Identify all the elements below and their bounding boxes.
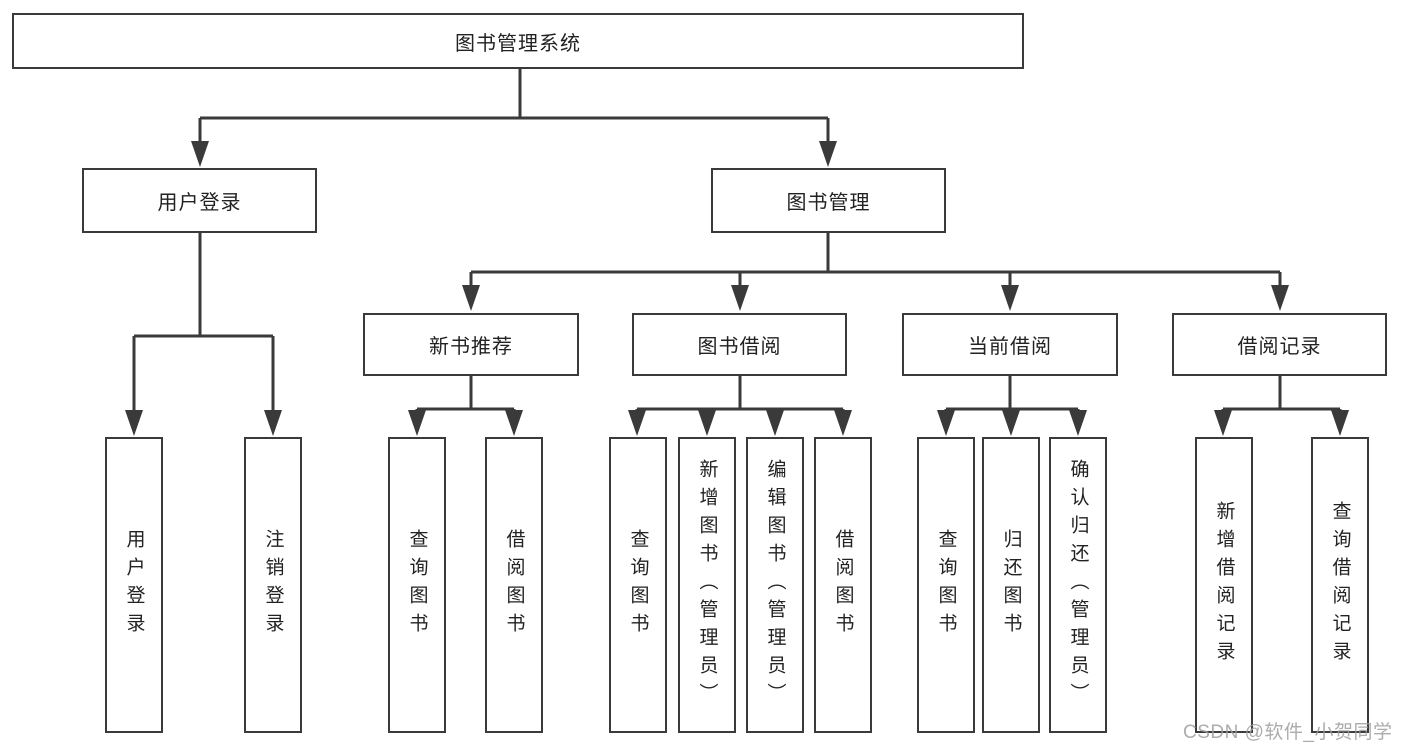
node-book-management-label: 图书管理 [786,192,871,214]
arrow-down-icon [628,410,646,436]
leaf-user-login: 用户登录 [105,437,163,733]
arrow-down-icon [1002,410,1020,436]
node-borrowing-records: 借阅记录 [1172,313,1387,376]
node-new-book-recommend: 新书推荐 [363,313,579,376]
node-new-book-recommend-label: 新书推荐 [429,336,513,358]
node-book-borrowing: 图书借阅 [632,313,847,376]
leaf-query-borrow-record-label: 查询借阅记录 [1329,501,1351,669]
arrow-down-icon [1214,410,1232,436]
node-current-borrowing: 当前借阅 [902,313,1118,376]
leaf-query-books-recommend-label: 查询图书 [406,529,428,641]
leaf-return-books: 归还图书 [982,437,1040,733]
arrow-down-icon [191,141,209,167]
leaf-query-borrow-record: 查询借阅记录 [1311,437,1369,733]
leaf-query-books-recommend: 查询图书 [388,437,446,733]
leaf-edit-books-admin-label: 编辑图书（管理员） [764,459,786,711]
arrow-down-icon [505,410,523,436]
leaf-borrow-books-borrowing: 借阅图书 [814,437,872,733]
leaf-confirm-return-admin: 确认归还（管理员） [1049,437,1107,733]
leaf-edit-books-admin: 编辑图书（管理员） [746,437,804,733]
arrow-down-icon [1069,410,1087,436]
leaf-borrow-books-recommend-label: 借阅图书 [503,529,525,641]
arrow-down-icon [819,141,837,167]
node-current-borrowing-label: 当前借阅 [968,336,1052,358]
leaf-logout: 注销登录 [244,437,302,733]
leaf-return-books-label: 归还图书 [1000,529,1022,641]
node-book-borrowing-label: 图书借阅 [697,336,782,358]
arrow-down-icon [937,410,955,436]
leaf-query-books-borrowing-label: 查询图书 [627,529,649,641]
arrow-down-icon [125,410,143,436]
leaf-borrow-books-recommend: 借阅图书 [485,437,543,733]
arrow-down-icon [698,410,716,436]
leaf-add-books-admin-label: 新增图书（管理员） [696,459,718,711]
watermark: CSDN @软件_小贺同学 [1183,722,1393,743]
node-user-login: 用户登录 [82,168,317,233]
arrow-down-icon [1001,285,1019,311]
leaf-add-borrow-record: 新增借阅记录 [1195,437,1253,733]
leaf-logout-label: 注销登录 [262,529,284,641]
arrow-down-icon [834,410,852,436]
leaf-query-books-current: 查询图书 [917,437,975,733]
leaf-add-borrow-record-label: 新增借阅记录 [1213,501,1235,669]
arrow-down-icon [766,410,784,436]
arrow-down-icon [1331,410,1349,436]
leaf-query-books-borrowing: 查询图书 [609,437,667,733]
node-root: 图书管理系统 [12,13,1024,69]
node-root-label: 图书管理系统 [455,32,581,55]
leaf-borrow-books-borrowing-label: 借阅图书 [832,529,854,641]
leaf-add-books-admin: 新增图书（管理员） [678,437,736,733]
leaf-user-login-label: 用户登录 [123,529,145,641]
leaf-query-books-current-label: 查询图书 [935,529,957,641]
arrow-down-icon [264,410,282,436]
arrow-down-icon [462,285,480,311]
node-book-management: 图书管理 [711,168,946,233]
arrow-down-icon [1271,285,1289,311]
arrow-down-icon [731,285,749,311]
node-borrowing-records-label: 借阅记录 [1237,336,1322,358]
node-user-login-label: 用户登录 [157,192,242,214]
arrow-down-icon [408,410,426,436]
leaf-confirm-return-admin-label: 确认归还（管理员） [1067,459,1089,711]
